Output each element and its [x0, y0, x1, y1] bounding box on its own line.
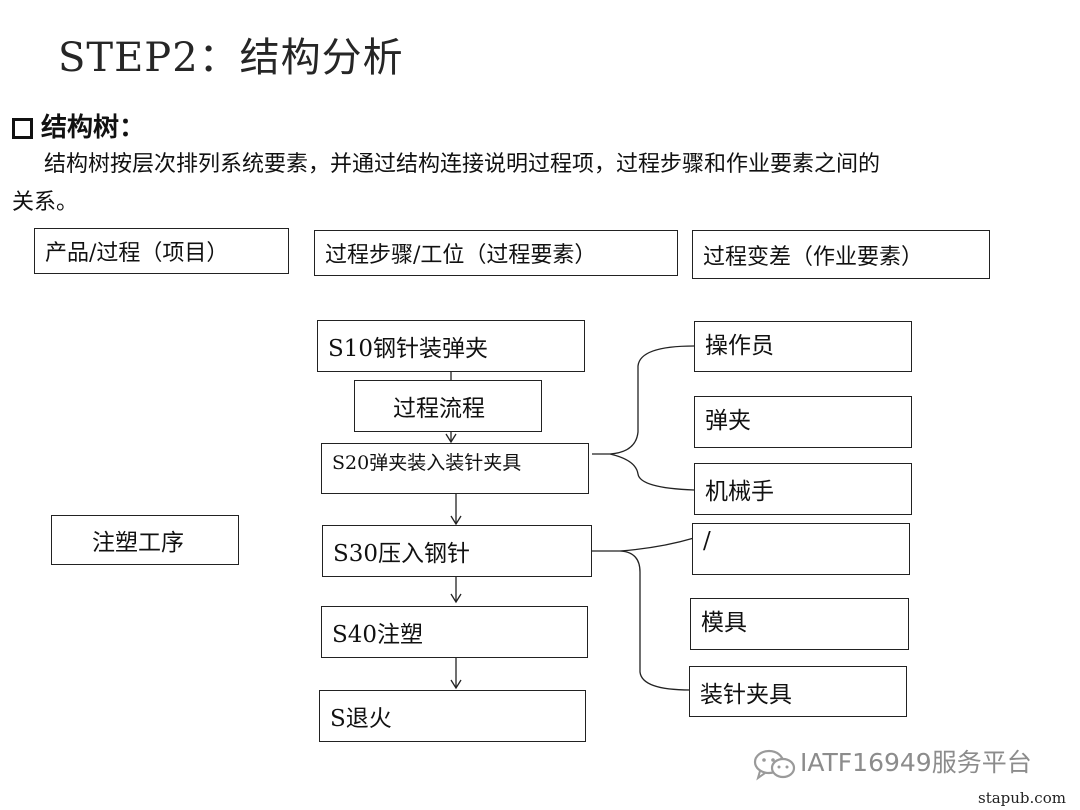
step-box-s20: S20弹夹装入装针夹具 [321, 443, 589, 494]
element-box-none: / [692, 523, 910, 575]
element-box-operator: 操作员 [694, 321, 912, 372]
header-step-label: 过程步骤/工位（过程要素） [325, 243, 597, 268]
element-label: 装针夹具 [700, 681, 792, 708]
element-box-clip: 弹夹 [694, 396, 912, 448]
step-box-s30: S30压入钢针 [322, 525, 592, 577]
element-label: 模具 [701, 610, 747, 636]
step-label: S退火 [330, 706, 392, 732]
element-box-robot: 机械手 [694, 463, 912, 515]
element-box-mold: 模具 [690, 598, 909, 650]
header-product-process: 产品/过程（项目） [34, 228, 289, 274]
step-box-s50: S退火 [319, 690, 586, 742]
element-label: 机械手 [705, 479, 774, 505]
element-box-pin-fixture: 装针夹具 [689, 666, 907, 717]
step-box-s40: S40注塑 [321, 606, 588, 658]
step-label: S30压入钢针 [333, 541, 471, 567]
process-flow-label: 过程流程 [393, 396, 485, 422]
hollow-square-icon [12, 117, 33, 139]
bracket-s30-group2 [592, 537, 695, 691]
step-label: S10钢针装弹夹 [328, 336, 489, 362]
element-label: / [703, 528, 711, 554]
header-product-label: 产品/过程（项目） [45, 241, 229, 266]
description-line-2: 关系。 [12, 190, 79, 215]
header-process-variation: 过程变差（作业要素） [692, 230, 990, 279]
bracket-s20-group1 [592, 345, 695, 491]
step-box-s10: S10钢针装弹夹 [317, 320, 585, 372]
wechat-chat-bubbles-icon [753, 749, 796, 781]
step-label: S20弹夹装入装针夹具 [332, 452, 522, 474]
watermark-site: stapub.com [978, 789, 1066, 807]
page-title: STEP2：结构分析 [58, 35, 404, 81]
product-item-box: 注塑工序 [51, 515, 239, 565]
description-line-1: 结构树按层次排列系统要素，并通过结构连接说明过程项，过程步骤和作业要素之间的 [44, 152, 881, 177]
section-heading-text: 结构树： [41, 113, 146, 143]
element-label: 操作员 [705, 333, 774, 359]
process-flow-box: 过程流程 [354, 380, 542, 432]
header-process-step: 过程步骤/工位（过程要素） [314, 230, 678, 276]
header-variation-label: 过程变差（作业要素） [703, 244, 924, 270]
product-item-label: 注塑工序 [92, 530, 184, 556]
element-label: 弹夹 [705, 408, 751, 434]
step-label: S40注塑 [332, 622, 424, 648]
watermark-text: IATF16949服务平台 [800, 748, 1032, 777]
section-heading: 结构树： [12, 108, 145, 148]
